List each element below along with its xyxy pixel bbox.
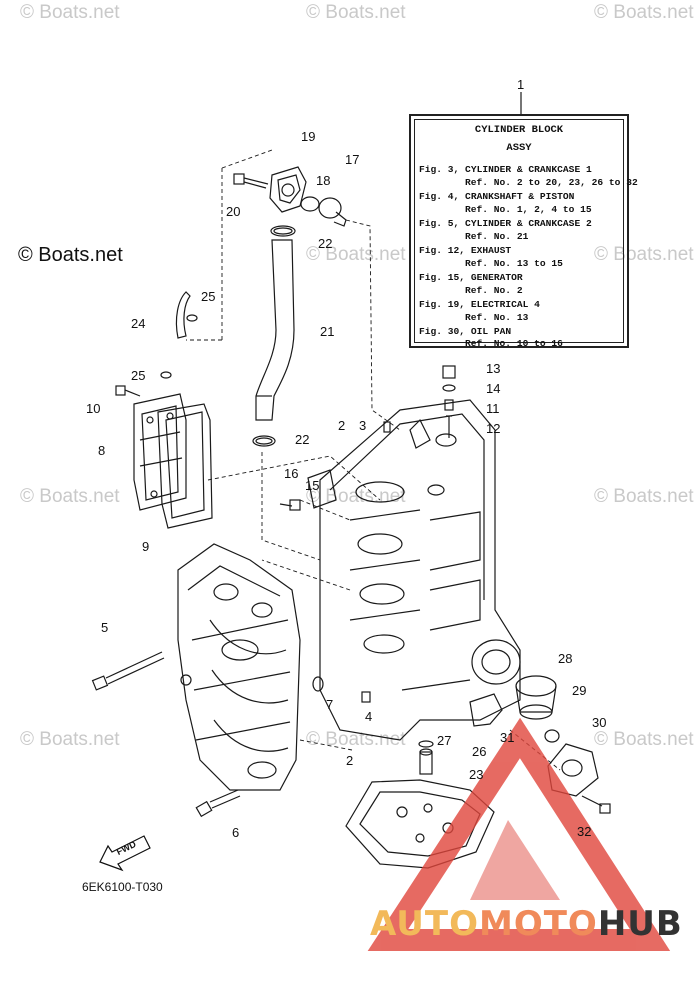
cylinder-block [319, 399, 521, 741]
part-ref-label: 32 [577, 824, 592, 839]
callout-line: Ref. No. 2 to 20, 23, 26 to 32 [465, 177, 638, 188]
callout-line: Fig. 15, GENERATOR [419, 272, 523, 283]
part-ref-label: 24 [131, 316, 146, 331]
crankcase [177, 543, 301, 791]
part-ref-label: 25 [131, 368, 146, 383]
part-ref-label: 3 [359, 418, 367, 433]
part-ref-label: 28 [558, 651, 573, 666]
part-ref-label: 22 [295, 432, 310, 447]
part-ref-label: 10 [86, 401, 101, 416]
watermark: © Boats.net [18, 244, 123, 266]
diagram-code: 6EK6100-T030 [82, 880, 163, 894]
watermark: © Boats.net [594, 2, 694, 23]
exhaust-gasket [157, 403, 213, 529]
part-ref-label: 29 [572, 683, 587, 698]
dowel-pin [361, 691, 371, 703]
watermark: © Boats.net [306, 729, 406, 750]
bolt [195, 789, 241, 818]
part-ref-label: 5 [101, 620, 109, 635]
callout-line: Ref. No. 1, 2, 4 to 15 [465, 204, 592, 215]
part-ref-label: 21 [320, 324, 335, 339]
assembly-callout-box: CYLINDER BLOCK ASSY Fig. 3, CYLINDER & C… [409, 114, 638, 349]
part-ref-label: 23 [469, 767, 484, 782]
part-ref-label: 8 [98, 443, 106, 458]
callout-subtitle: ASSY [506, 142, 532, 154]
part-ref-label: 26 [472, 744, 487, 759]
watermark: © Boats.net [20, 729, 120, 750]
callout-title: CYLINDER BLOCK [474, 124, 564, 136]
brand-wordmark: AUTOMOTOHUB [370, 904, 683, 944]
fwd-arrow-icon [99, 835, 151, 872]
callout-line: Ref. No. 13 [465, 312, 529, 323]
watermark: © Boats.net [20, 2, 120, 23]
watermark: © Boats.net [20, 486, 120, 507]
long-bolt [91, 651, 165, 691]
hose [175, 291, 191, 339]
cover-bolt [233, 173, 269, 189]
oil-filter [515, 675, 557, 720]
callout-line: Fig. 19, ELECTRICAL 4 [419, 299, 540, 310]
callout-line: Ref. No. 21 [465, 231, 529, 242]
dowel-pin [312, 676, 324, 692]
part-ref-label: 13 [486, 361, 501, 376]
part-ref-label: 18 [316, 173, 331, 188]
thermostat [300, 196, 347, 227]
o-ring [270, 225, 296, 237]
o-ring [252, 435, 276, 447]
thermostat-cover [269, 166, 307, 213]
part-ref-label: 16 [284, 466, 299, 481]
callout-line: Ref. No. 10 to 16 [465, 338, 563, 349]
part-ref-label: 11 [486, 401, 500, 416]
bolt [581, 795, 611, 814]
callout-line: Fig. 3, CYLINDER & CRANKCASE 1 [419, 164, 592, 175]
part-ref-label: 25 [201, 289, 216, 304]
watermark: © Boats.net [594, 244, 694, 265]
part-ref-label: 1 [517, 77, 525, 92]
part-ref-label: 12 [486, 421, 501, 436]
part-ref-label: 14 [486, 381, 501, 396]
gasket [469, 693, 503, 727]
watermark: © Boats.net [306, 2, 406, 23]
part-ref-label: 20 [226, 204, 241, 219]
part-ref-label: 2 [346, 753, 354, 768]
water-hose [255, 239, 295, 421]
plug-and-washer [442, 365, 456, 438]
oil-nipple [544, 729, 560, 743]
callout-line: Fig. 4, CRANKSHAFT & PISTON [419, 191, 575, 202]
part-ref-label: 22 [318, 236, 333, 251]
watermark: © Boats.net [306, 244, 406, 265]
part-ref-label: 19 [301, 129, 316, 144]
part-ref-label: 6 [232, 825, 240, 840]
brand-triangle-logo [367, 717, 671, 951]
part-ref-label: 4 [365, 709, 373, 724]
watermark: © Boats.net [594, 486, 694, 507]
callout-line: Fig. 30, OIL PAN [419, 326, 512, 337]
callout-line: Ref. No. 2 [465, 285, 523, 296]
part-ref-label: 2 [338, 418, 346, 433]
part-ref-label: 31 [500, 730, 515, 745]
bolt [115, 385, 141, 397]
callout-line: Ref. No. 13 to 15 [465, 258, 563, 269]
part-ref-label: 9 [142, 539, 150, 554]
dowel-pin [383, 421, 391, 433]
callout-line: Fig. 12, EXHAUST [419, 245, 512, 256]
part-ref-label: 17 [345, 152, 360, 167]
part-ref-label: 27 [437, 733, 452, 748]
dowel-pin [418, 740, 434, 775]
part-ref-label: 30 [592, 715, 607, 730]
bolt [279, 469, 337, 511]
part-ref-label: 15 [305, 478, 320, 493]
callout-line: Fig. 5, CYLINDER & CRANKCASE 2 [419, 218, 592, 229]
part-ref-label: 7 [326, 697, 334, 712]
watermark: © Boats.net [594, 729, 694, 750]
exhaust-cover [133, 393, 187, 511]
